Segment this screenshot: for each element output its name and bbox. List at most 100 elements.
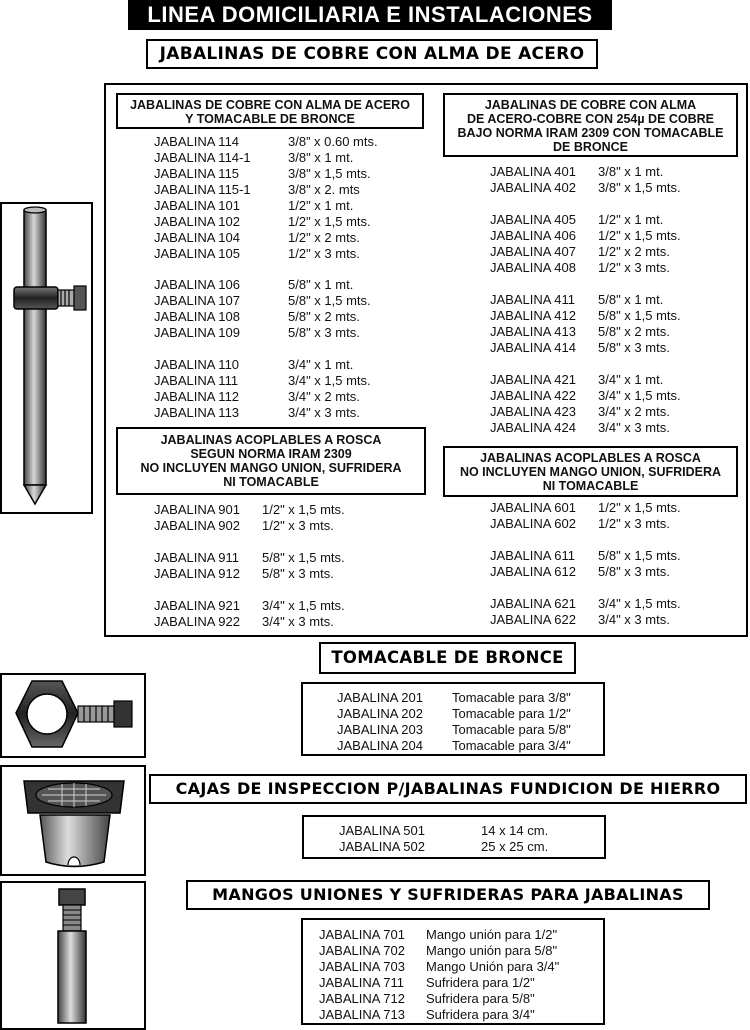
item-code: JABALINA 402 bbox=[490, 180, 576, 195]
item-code: JABALINA 203 bbox=[337, 722, 423, 737]
item-code: JABALINA 911 bbox=[154, 550, 240, 565]
mangos-list-box bbox=[301, 918, 605, 1025]
item-desc: Tomacable para 3/8" bbox=[452, 690, 571, 705]
item-code: JABALINA 912 bbox=[154, 566, 240, 581]
item-size: 3/8" x 1,5 mts. bbox=[288, 166, 371, 181]
item-code: JABALINA 712 bbox=[319, 991, 405, 1006]
item-code: JABALINA 601 bbox=[490, 500, 576, 515]
item-size: 1/2" x 1,5 mts. bbox=[598, 228, 681, 243]
caja-inspeccion-image bbox=[0, 765, 146, 876]
item-size: 1/2" x 1,5 mts. bbox=[598, 500, 681, 515]
inspection-box-icon bbox=[23, 780, 125, 868]
item-code: JABALINA 102 bbox=[154, 214, 240, 229]
item-code: JABALINA 114 bbox=[154, 134, 240, 149]
jabalina-rod-icon bbox=[13, 206, 87, 506]
item-code: JABALINA 921 bbox=[154, 598, 240, 613]
item-size: 5/8" x 1,5 mts. bbox=[288, 293, 371, 308]
item-desc: Tomacable para 3/4" bbox=[452, 738, 571, 753]
item-code: JABALINA 701 bbox=[319, 927, 405, 942]
item-code: JABALINA 423 bbox=[490, 404, 576, 419]
item-size: 5/8" x 2 mts. bbox=[288, 309, 360, 324]
item-size: 5/8" x 2 mts. bbox=[598, 324, 670, 339]
section-title-tomacable: TOMACABLE DE BRONCE bbox=[319, 642, 576, 674]
item-size: 3/4" x 3 mts. bbox=[288, 405, 360, 420]
item-size: 3/4" x 3 mts. bbox=[262, 614, 334, 629]
item-desc: Sufridera para 3/4" bbox=[426, 1007, 535, 1022]
item-code: JABALINA 413 bbox=[490, 324, 576, 339]
label-line: NO INCLUYEN MANGO UNION, SUFRIDERA bbox=[140, 461, 402, 475]
item-code: JABALINA 115 bbox=[154, 166, 240, 181]
item-code: JABALINA 901 bbox=[154, 502, 240, 517]
tomacable-list-box bbox=[301, 682, 605, 756]
item-size: 5/8" x 1 mt. bbox=[288, 277, 354, 292]
item-size: 1/2" x 3 mts. bbox=[262, 518, 334, 533]
item-size: 3/8" x 2. mts bbox=[288, 182, 360, 197]
item-code: JABALINA 703 bbox=[319, 959, 405, 974]
item-desc: 25 x 25 cm. bbox=[481, 839, 549, 854]
item-code: JABALINA 113 bbox=[154, 405, 240, 420]
item-desc: Sufridera para 1/2" bbox=[426, 975, 535, 990]
item-size: 1/2" x 1,5 mts. bbox=[262, 502, 345, 517]
item-desc: 14 x 14 cm. bbox=[481, 823, 549, 838]
item-size: 3/8” x 0.60 mts. bbox=[288, 134, 378, 149]
item-size: 3/4" x 1,5 mts. bbox=[288, 373, 371, 388]
label-right-bottom: JABALINAS ACOPLABLES A ROSCA NO INCLUYEN… bbox=[443, 446, 738, 497]
section-title-mangos: MANGOS UNIONES Y SUFRIDERAS PARA JABALIN… bbox=[186, 880, 710, 910]
item-size: 3/4" x 2 mts. bbox=[288, 389, 360, 404]
jabalina-rod-image bbox=[0, 202, 93, 514]
item-size: 3/4" x 1 mt. bbox=[598, 372, 664, 387]
item-code: JABALINA 114-1 bbox=[154, 150, 251, 165]
item-code: JABALINA 109 bbox=[154, 325, 240, 340]
item-code: JABALINA 414 bbox=[490, 340, 576, 355]
item-size: 1/2" x 3 mts. bbox=[288, 246, 360, 261]
item-code: JABALINA 110 bbox=[154, 357, 240, 372]
item-code: JABALINA 105 bbox=[154, 246, 240, 261]
item-code: JABALINA 201 bbox=[337, 690, 423, 705]
item-code: JABALINA 711 bbox=[319, 975, 405, 990]
item-code: JABALINA 611 bbox=[490, 548, 576, 563]
item-code: JABALINA 902 bbox=[154, 518, 240, 533]
item-code: JABALINA 408 bbox=[490, 260, 576, 275]
item-size: 3/8" x 1 mt. bbox=[598, 164, 664, 179]
item-size: 5/8" x 3 mts. bbox=[288, 325, 360, 340]
item-code: JABALINA 111 bbox=[154, 373, 239, 388]
item-size: 3/4" x 1,5 mts. bbox=[598, 388, 681, 403]
item-code: JABALINA 421 bbox=[490, 372, 576, 387]
label-line: DE ACERO-COBRE CON 254µ DE COBRE bbox=[466, 112, 715, 126]
item-size: 1/2" x 2 mts. bbox=[598, 244, 670, 259]
item-size: 1/2" x 3 mts. bbox=[598, 260, 670, 275]
item-size: 3/4" x 3 mts. bbox=[598, 420, 670, 435]
item-size: 3/8" x 1,5 mts. bbox=[598, 180, 681, 195]
item-code: JABALINA 202 bbox=[337, 706, 423, 721]
label-line: JABALINAS DE COBRE CON ALMA bbox=[484, 98, 697, 112]
label-left-bottom: JABALINAS ACOPLABLES A ROSCA SEGUN NORMA… bbox=[116, 427, 426, 495]
item-code: JABALINA 922 bbox=[154, 614, 240, 629]
item-code: JABALINA 412 bbox=[490, 308, 576, 323]
item-size: 5/8" x 1,5 mts. bbox=[262, 550, 345, 565]
item-code: JABALINA 106 bbox=[154, 277, 240, 292]
item-code: JABALINA 407 bbox=[490, 244, 576, 259]
item-code: JABALINA 401 bbox=[490, 164, 576, 179]
label-line: JABALINAS ACOPLABLES A ROSCA bbox=[480, 451, 701, 465]
item-code: JABALINA 621 bbox=[490, 596, 576, 611]
item-size: 1/2" x 2 mts. bbox=[288, 230, 360, 245]
item-code: JABALINA 622 bbox=[490, 612, 576, 627]
item-code: JABALINA 424 bbox=[490, 420, 576, 435]
item-desc: Tomacable para 5/8" bbox=[452, 722, 571, 737]
tomacable-clamp-icon bbox=[15, 680, 133, 748]
label-line: Y TOMACABLE DE BRONCE bbox=[185, 112, 355, 126]
label-left-top: JABALINAS DE COBRE CON ALMA DE ACERO Y T… bbox=[116, 93, 424, 129]
item-code: JABALINA 204 bbox=[337, 738, 423, 753]
label-line: NI TOMACABLE bbox=[542, 479, 639, 493]
item-desc: Tomacable para 1/2" bbox=[452, 706, 571, 721]
label-line: JABALINAS DE COBRE CON ALMA DE ACERO bbox=[130, 98, 410, 112]
item-desc: Sufridera para 5/8" bbox=[426, 991, 535, 1006]
item-desc: Mango unión para 1/2" bbox=[426, 927, 558, 942]
page-header: LINEA DOMICILIARIA E INSTALACIONES bbox=[128, 0, 612, 30]
item-size: 3/4" x 1 mt. bbox=[288, 357, 354, 372]
label-line: DE BRONCE bbox=[552, 140, 628, 154]
item-code: JABALINA 602 bbox=[490, 516, 576, 531]
item-code: JABALINA 422 bbox=[490, 388, 576, 403]
item-code: JABALINA 405 bbox=[490, 212, 576, 227]
label-right-top: JABALINAS DE COBRE CON ALMA DE ACERO-COB… bbox=[443, 93, 738, 157]
